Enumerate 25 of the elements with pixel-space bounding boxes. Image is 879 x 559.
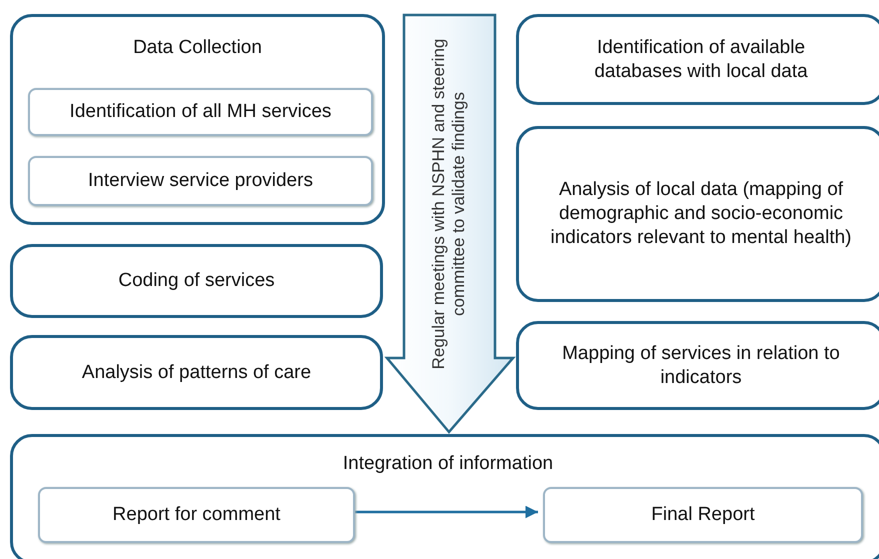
block-arrow <box>386 14 514 433</box>
box-text: Coding of services <box>117 269 276 293</box>
process-box <box>516 126 879 302</box>
box-text: Interview service providers <box>87 169 314 193</box>
box-text: Final Report <box>650 503 756 527</box>
process-box <box>28 88 373 136</box>
box-text: Mapping of services in relation to indicators <box>561 342 841 390</box>
process-box <box>516 14 879 105</box>
group-box <box>10 14 385 225</box>
box-text: Analysis of patterns of care <box>80 360 312 384</box>
process-box <box>543 487 863 543</box>
process-box <box>516 321 879 410</box>
arrow-text: Regular meetings with NSPHN and steering committee to validate findings <box>429 38 469 372</box>
process-box <box>38 487 355 543</box>
box-text: Identification of available databases with local data <box>593 36 809 84</box>
box-text: Identification of all MH services <box>68 100 332 124</box>
arrow <box>354 506 538 518</box>
group-heading: Integration of information <box>342 452 554 476</box>
group-heading: Data Collection <box>132 36 263 60</box>
box-text: Report for comment <box>112 503 282 527</box>
group-box <box>10 434 879 559</box>
process-box <box>28 156 373 206</box>
box-text: Analysis of local data (mapping of demographic and socio-economic indicators relevant to mental health) <box>550 178 852 250</box>
process-box <box>10 244 383 318</box>
process-box <box>10 335 383 410</box>
